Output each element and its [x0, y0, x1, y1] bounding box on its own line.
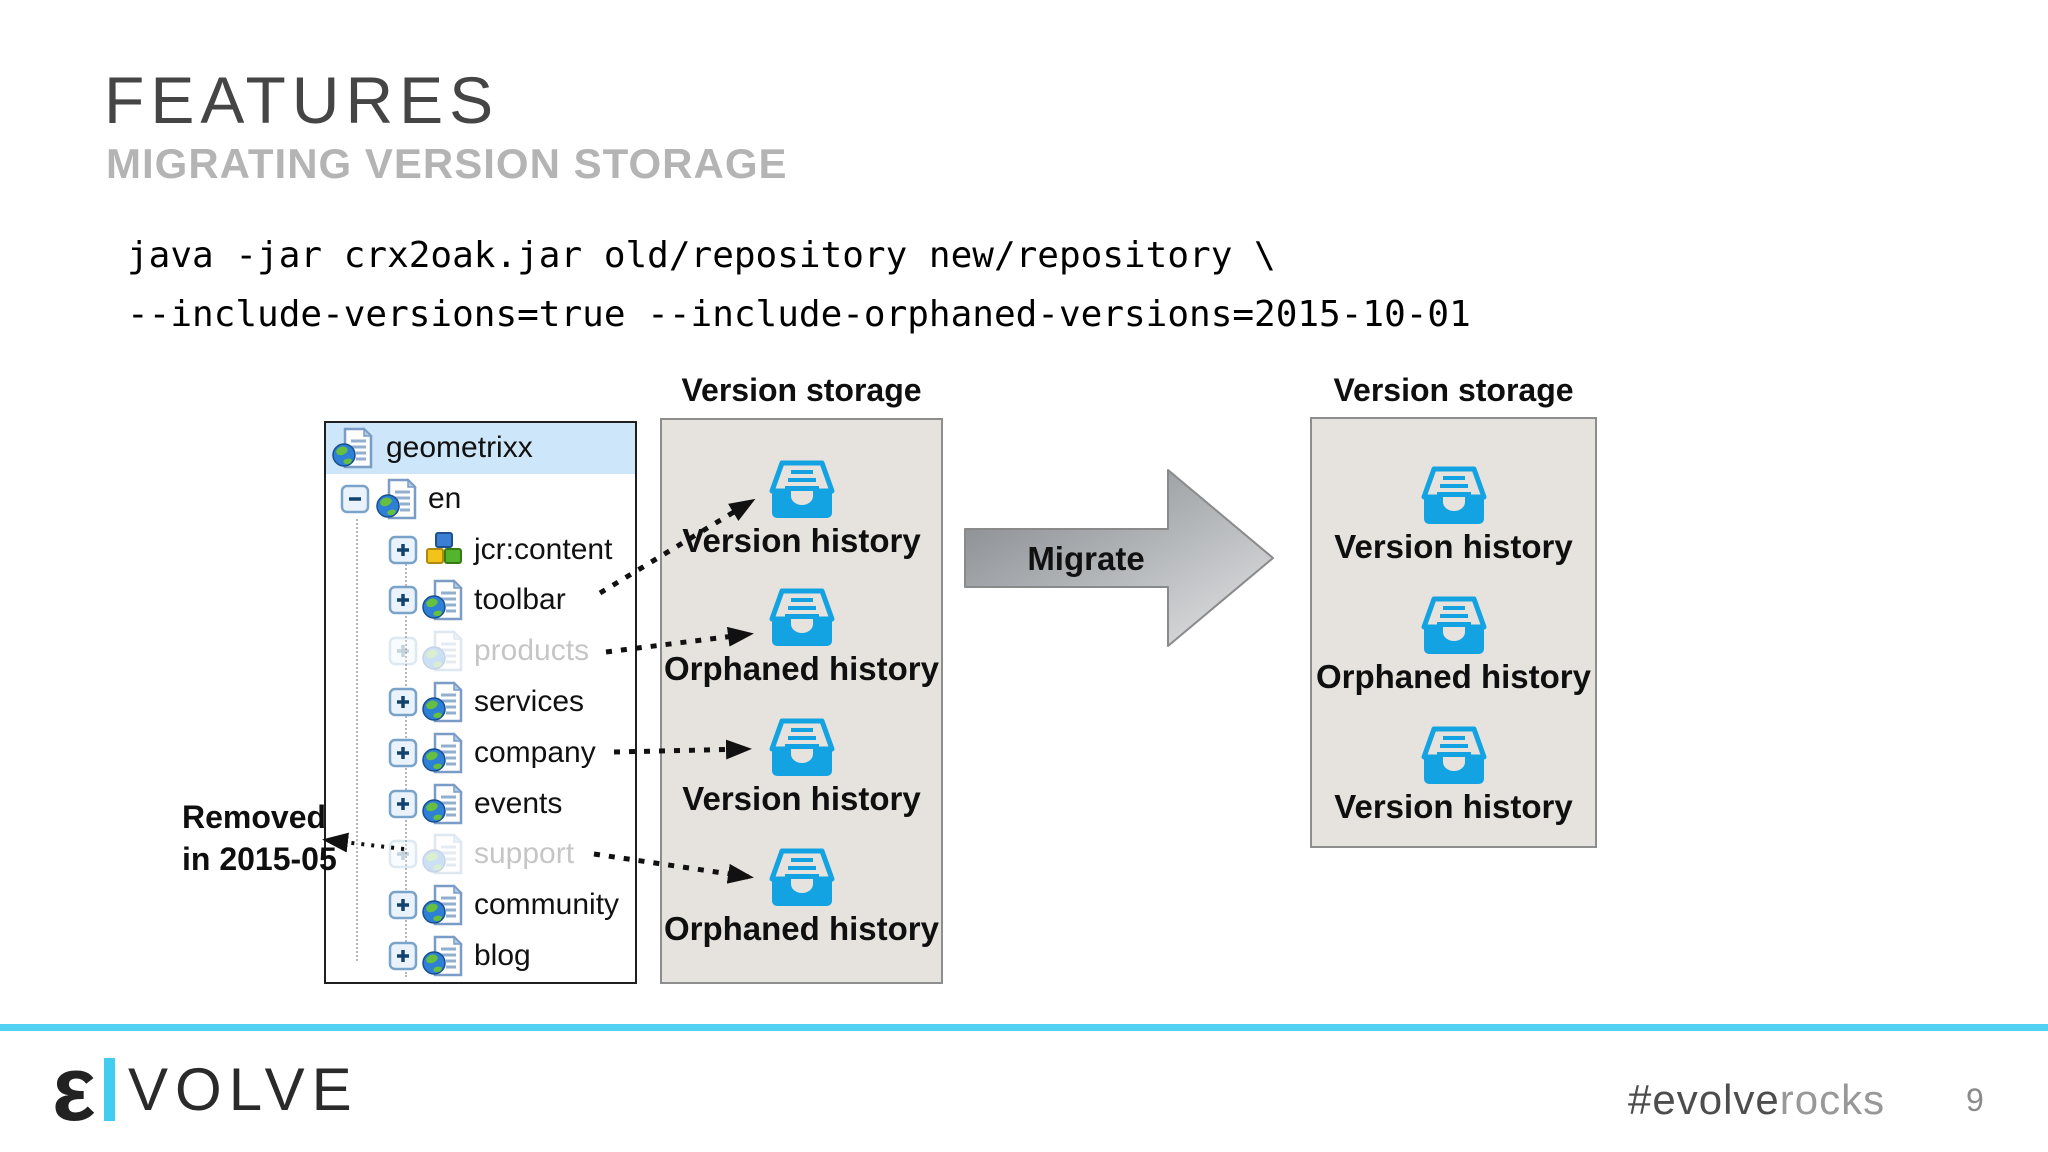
collapse-icon [340, 484, 370, 514]
tree-item-label: en [428, 481, 462, 515]
migrate-arrow-label: Migrate [1027, 540, 1144, 577]
tree-item-label: toolbar [474, 583, 566, 617]
archive-box-icon [1421, 726, 1486, 784]
storage-item-label: Version history [1334, 788, 1573, 825]
tree-item-label: events [474, 786, 563, 820]
tree-item-label: geometrixx [386, 431, 533, 464]
tree-item-label: blog [474, 938, 531, 972]
expand-icon [388, 687, 418, 717]
tree-item-toolbar: toolbar [326, 575, 635, 626]
archive-box-icon [1421, 596, 1486, 654]
tree-item-blog: blog [326, 931, 635, 982]
page-subtitle: MIGRATING VERSION STORAGE [106, 140, 788, 187]
tree-guide-line [356, 519, 358, 961]
removed-note-line2: in 2015-05 [182, 841, 337, 877]
storage-item-label: Orphaned history [663, 650, 940, 687]
page-globe-icon [422, 833, 463, 875]
footer-accent-line [0, 1024, 2048, 1031]
command-block: java -jar crx2oak.jar old/repository new… [127, 226, 1471, 344]
tree-item-label: services [474, 684, 585, 718]
archive-box-icon [769, 588, 834, 646]
page-globe-icon [376, 477, 417, 520]
tree-item-products: products [326, 626, 635, 677]
tree-item-services: services [326, 677, 635, 728]
page-globe-icon [422, 884, 463, 926]
page-globe-icon [422, 731, 463, 774]
expand-icon [388, 636, 418, 666]
archive-box-icon [769, 460, 834, 518]
storage-item: Orphaned history [662, 588, 941, 689]
storage-item-label: Orphaned history [1315, 658, 1592, 695]
page-globe-icon [332, 427, 373, 469]
expand-icon [388, 840, 418, 869]
storage-item-label: Orphaned history [663, 910, 940, 947]
page-globe-icon [422, 579, 463, 621]
tree-item-support: support [326, 829, 635, 880]
page-globe-icon [422, 681, 463, 723]
storage-item: Orphaned history [1312, 596, 1595, 697]
page-globe-icon [422, 935, 463, 977]
left-storage-title: Version storage [681, 372, 922, 408]
tree-rows: geometrixx en jcr:content toolbar products se… [326, 423, 635, 982]
page-globe-icon [422, 782, 463, 824]
tree-item-geometrixx: geometrixx [326, 423, 635, 474]
hashtag: #evolverocks [1628, 1076, 1885, 1124]
page-title: FEATURES [104, 63, 500, 137]
logo-wordmark: VOLVE [128, 1056, 359, 1123]
tree-item-community: community [326, 880, 635, 931]
tree-item-label: support [474, 837, 575, 871]
tree-item-jcr:content: jcr:content [326, 525, 635, 576]
expand-icon [388, 890, 418, 920]
command-line-1: java -jar crx2oak.jar old/repository new… [127, 235, 1276, 276]
tree-item-company: company [326, 728, 635, 779]
removed-note-line1: Removed [182, 799, 327, 835]
storage-item: Version history [662, 460, 941, 561]
expand-icon [388, 738, 418, 768]
migrate-arrow: Migrate [964, 469, 1274, 647]
storage-item: Version history [662, 718, 941, 819]
command-line-2: --include-versions=true --include-orphan… [127, 294, 1471, 335]
removed-note: Removed in 2015-05 [182, 796, 337, 880]
tree-item-label: jcr:content [474, 532, 613, 566]
storage-item-label: Version history [682, 522, 921, 559]
hashtag-light: rocks [1779, 1076, 1886, 1123]
expand-icon [388, 586, 418, 615]
page-number: 9 [1966, 1082, 1984, 1118]
tree-item-en: en [326, 474, 635, 525]
storage-item: Version history [1312, 726, 1595, 827]
logo-divider-bar [104, 1058, 115, 1121]
expand-icon [388, 789, 418, 818]
archive-box-icon [769, 848, 834, 906]
cubes-icon [426, 531, 462, 564]
logo-epsilon: ε [52, 1038, 96, 1140]
hashtag-dark: #evolve [1628, 1076, 1780, 1123]
tree-item-label: products [474, 634, 590, 668]
storage-item-label: Version history [682, 780, 921, 817]
storage-item: Orphaned history [662, 848, 941, 949]
tree-item-events: events [326, 779, 635, 830]
storage-item-label: Version history [1334, 528, 1573, 565]
tree-item-label: community [474, 888, 620, 922]
storage-item: Version history [1312, 466, 1595, 567]
expand-icon [388, 941, 418, 971]
right-storage-title: Version storage [1333, 372, 1574, 408]
expand-icon [388, 535, 418, 564]
repository-tree-panel: geometrixx en jcr:content toolbar products se… [324, 421, 637, 984]
tree-item-label: company [474, 735, 596, 769]
archive-box-icon [769, 718, 834, 776]
archive-box-icon [1421, 466, 1486, 524]
page-globe-icon [422, 630, 463, 672]
